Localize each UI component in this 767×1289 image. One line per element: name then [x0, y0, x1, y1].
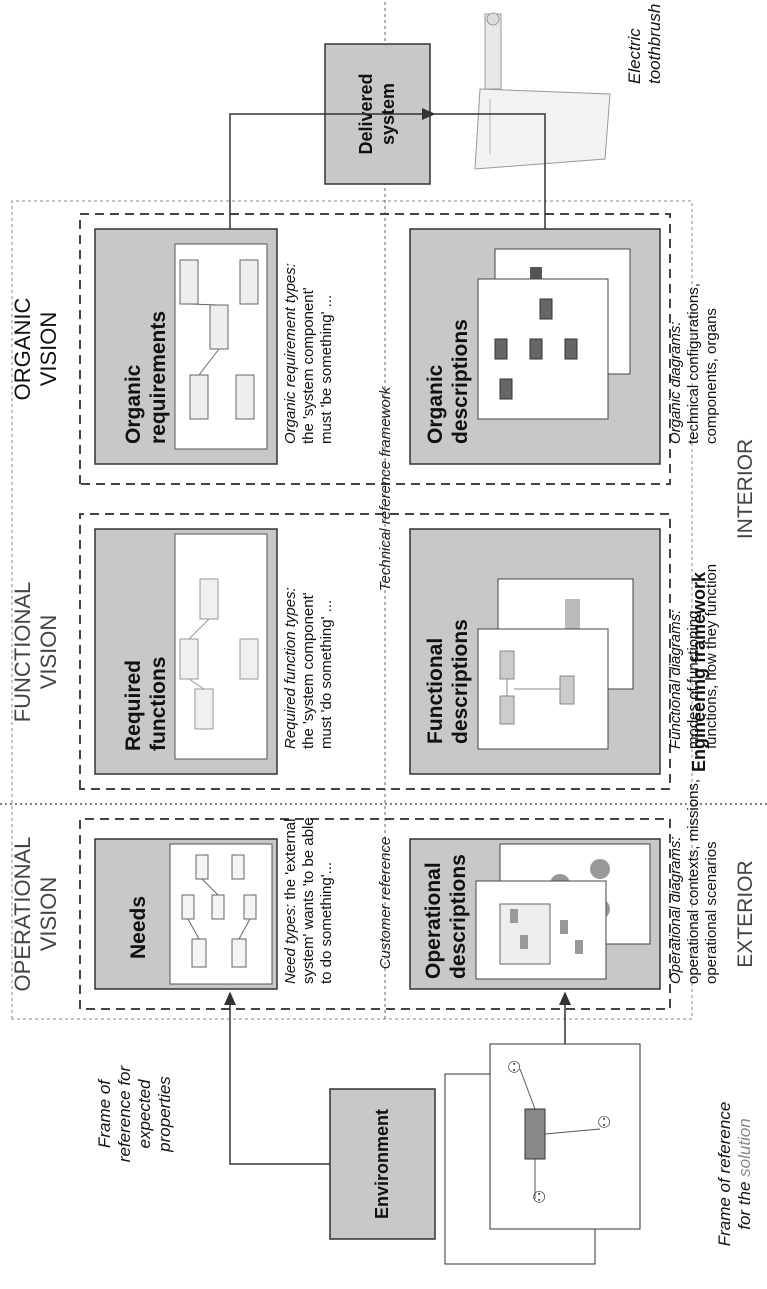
- svg-text:⚇: ⚇: [597, 1115, 614, 1129]
- organic-diagram-sketch-icon: [477, 248, 631, 420]
- organic-vision-frame: [79, 213, 671, 485]
- organic-descriptions-cell: Organicdescriptions: [409, 228, 661, 465]
- environment-sketch-icon: ⚇ ⚇ ⚇: [444, 1043, 641, 1265]
- operational-vision-frame: [79, 818, 671, 1010]
- frame-expected-properties: Frame ofreference forexpectedproperties: [95, 1064, 174, 1162]
- orgreq-to-delivered-arrow: [229, 108, 436, 229]
- operational-descriptions-title: Operationaldescriptions: [422, 854, 470, 979]
- required-functions-caption: Required function types:the 'system comp…: [282, 587, 335, 749]
- svg-text:⚇: ⚇: [507, 1060, 524, 1074]
- frame-solution: Frame of referencefor the solution: [715, 1102, 754, 1247]
- operational-vision-title: OPERATIONALVISION: [10, 837, 61, 992]
- needs-caption: Need types: the 'externalsystem' wants '…: [282, 817, 335, 984]
- technical-reference-label: Technical reference framework: [377, 385, 394, 591]
- organic-descriptions-caption: Organic diagrams:technical configuration…: [667, 283, 720, 444]
- customer-reference-label: Customer reference: [377, 837, 394, 970]
- operational-descriptions-cell: Operationaldescriptions: [409, 838, 661, 990]
- needs-title: Needs: [127, 896, 150, 959]
- required-functions-cell: Requiredfunctions: [94, 528, 278, 775]
- organic-descriptions-title: Organicdescriptions: [424, 319, 472, 444]
- organic-requirements-cell: Organicrequirements: [94, 228, 278, 465]
- organic-requirements-caption: Organic requirement types:the 'system co…: [282, 263, 335, 444]
- organic-vision-title: ORGANICVISION: [10, 298, 61, 401]
- operational-descriptions-caption: Operational diagrams:operational context…: [667, 779, 720, 984]
- functional-diagram-sketch-icon: [477, 578, 634, 750]
- required-functions-title: Requiredfunctions: [122, 657, 170, 752]
- functional-vision-frame: [79, 513, 671, 790]
- svg-text:⚇: ⚇: [532, 1190, 549, 1204]
- organic-requirements-title: Organicrequirements: [122, 311, 170, 444]
- toothbrush-image: [474, 12, 611, 170]
- environment-box: Environment: [329, 1088, 436, 1240]
- needs-cell: Needs: [94, 838, 278, 990]
- functional-descriptions-cell: Functionaldescriptions: [409, 528, 661, 775]
- environment-label: Environment: [372, 1109, 392, 1219]
- env-to-needs-arrow: [224, 991, 330, 1165]
- exterior-label: EXTERIOR: [734, 860, 757, 967]
- electric-toothbrush-label: Electrictoothbrush: [625, 4, 664, 84]
- operational-diagram-sketch-icon: [475, 843, 651, 980]
- engineering-framework-label: Engineering framework: [689, 571, 709, 772]
- orgdesc-to-delivered-arrow: [434, 113, 546, 229]
- interior-label: INTERIOR: [734, 439, 757, 539]
- engineering-framework-border: [11, 200, 693, 1020]
- functional-descriptions-title: Functionaldescriptions: [424, 619, 472, 744]
- functional-descriptions-caption: Functional diagrams:modes of functioning…: [667, 564, 720, 749]
- functional-vision-title: FUNCTIONALVISION: [10, 582, 61, 723]
